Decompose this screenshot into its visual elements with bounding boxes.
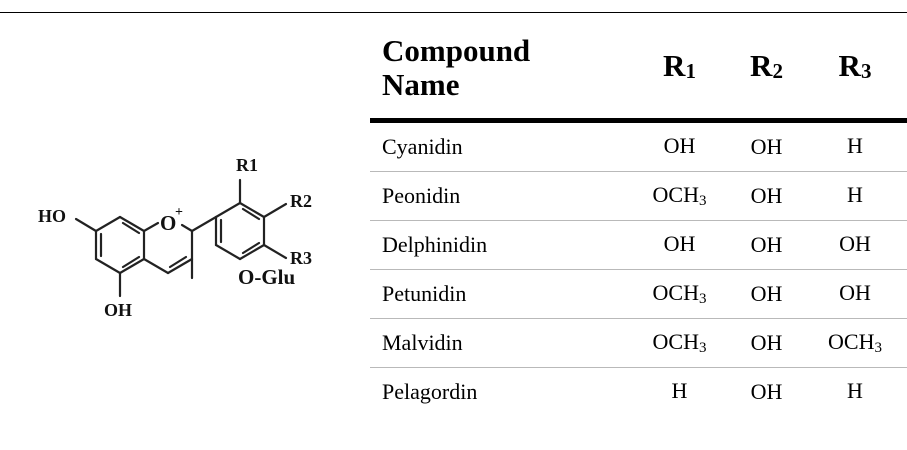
header-r3-sub: 3 (860, 58, 872, 83)
table-row: Delphinidin OH OH OH (370, 220, 907, 270)
header-r2-sub: 2 (772, 58, 783, 83)
r3-cell: OH (803, 220, 907, 270)
table-row: Cyanidin OH OH H (370, 120, 907, 172)
r3-cell: OH (803, 269, 907, 319)
header-r3-letter: R (838, 47, 861, 83)
o-glu-label: O-Glu (238, 265, 295, 289)
r1-label: R1 (236, 155, 258, 175)
r1-cell: OH (629, 220, 730, 270)
r2-cell: OH (750, 379, 783, 404)
structure-bonds (74, 178, 288, 298)
r3-label: R3 (290, 248, 312, 268)
header-compound-name: Compound Name (370, 18, 629, 123)
table-row: Petunidin OCH3 OH OH (370, 269, 907, 319)
header-r1-sub: 1 (685, 58, 696, 83)
ho-label: HO (38, 206, 66, 226)
r1-cell: H (671, 378, 688, 403)
anthocyanin-structure-diagram: R1 R2 R3 HO O + OH O-Glu (38, 155, 312, 320)
r1-cell: OCH3 (629, 318, 730, 368)
r3-cell: H (803, 120, 907, 172)
r2-cell: OH (730, 120, 803, 172)
structure-labels: R1 R2 R3 HO O + OH O-Glu (38, 155, 312, 320)
table-header-row: Compound Name R1 R2 R3 (370, 18, 907, 123)
r1-cell: OH (629, 120, 730, 172)
compound-name-cell: Cyanidin (370, 120, 629, 172)
header-r2-letter: R (750, 47, 773, 83)
header-r2: R2 (730, 18, 803, 123)
header-r1-letter: R (663, 47, 686, 83)
table-row: Peonidin OCH3 OH H (370, 171, 907, 221)
compound-name-cell: Petunidin (370, 269, 629, 319)
header-r1: R1 (629, 18, 730, 123)
header-r3: R3 (803, 18, 907, 123)
table-row: Pelagordin H OH H (370, 368, 907, 417)
header-compound-line2: Name (382, 67, 460, 102)
r2-cell: OH (730, 220, 803, 270)
compound-name-cell: Peonidin (370, 171, 629, 221)
compound-name-cell: Delphinidin (370, 220, 629, 270)
top-rule (0, 12, 907, 13)
compound-name-cell: Malvidin (370, 318, 629, 368)
r3-cell: H (847, 378, 863, 403)
table-row: Malvidin OCH3 OH OCH3 (370, 318, 907, 368)
r1-cell: OCH3 (629, 269, 730, 319)
r2-label: R2 (290, 191, 312, 211)
r2-cell: OH (730, 171, 803, 221)
ring-oxygen-label: O (160, 211, 176, 235)
compound-name-cell: Pelagordin (382, 379, 478, 404)
r2-cell: OH (730, 269, 803, 319)
compound-table: Compound Name R1 R2 R3 Cyanidin OH OH H … (370, 18, 907, 416)
r3-cell: OCH3 (803, 318, 907, 368)
positive-charge-label: + (175, 205, 183, 220)
oh-label: OH (104, 300, 132, 320)
r1-cell: OCH3 (629, 171, 730, 221)
header-compound-line1: Compound (382, 33, 531, 68)
r2-cell: OH (730, 318, 803, 368)
r3-cell: H (803, 171, 907, 221)
